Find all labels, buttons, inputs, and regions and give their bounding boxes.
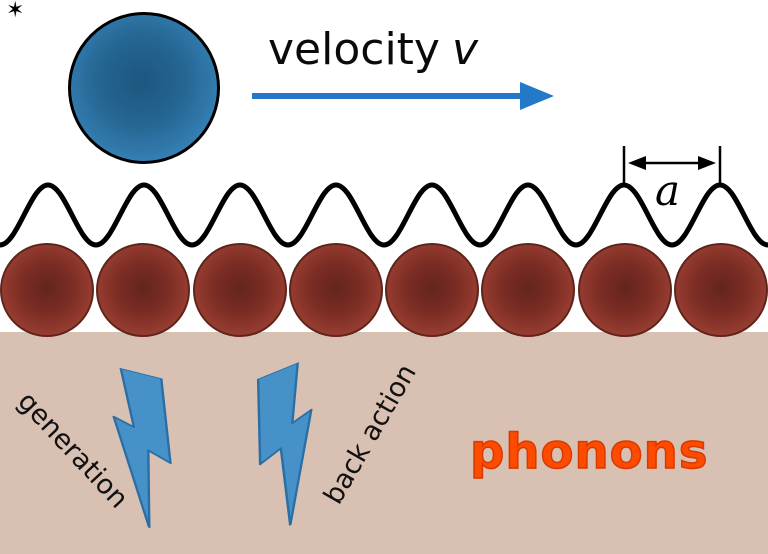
- measure-arrowhead-left: [628, 156, 646, 170]
- lattice-atom: [385, 243, 480, 337]
- lattice-spacing-label: a: [655, 166, 681, 215]
- atom-row: [0, 242, 768, 338]
- measure-arrowhead-right: [698, 156, 716, 170]
- lattice-atom: [192, 243, 287, 337]
- lattice-atom: [577, 243, 672, 337]
- generation-bolt-icon: [112, 367, 172, 529]
- velocity-symbol: v: [451, 24, 479, 75]
- surface-corrugation-wave: [0, 182, 768, 248]
- particle: [68, 12, 220, 164]
- velocity-arrow-head: [520, 82, 554, 110]
- lattice-atom: [0, 243, 94, 337]
- lattice-atom: [673, 243, 768, 337]
- phonons-label: phonons: [469, 423, 709, 481]
- corner-star-icon: ✶: [6, 0, 25, 23]
- lattice-atom: [288, 243, 383, 337]
- velocity-arrow: [252, 82, 554, 110]
- lattice-atom: [481, 243, 576, 337]
- lattice-atom: [96, 243, 191, 337]
- lightning-bolt-shape: [256, 361, 313, 527]
- lightning-bolt-shape: [112, 367, 172, 529]
- velocity-text: velocity: [268, 24, 440, 75]
- back-action-bolt-icon: [256, 361, 313, 527]
